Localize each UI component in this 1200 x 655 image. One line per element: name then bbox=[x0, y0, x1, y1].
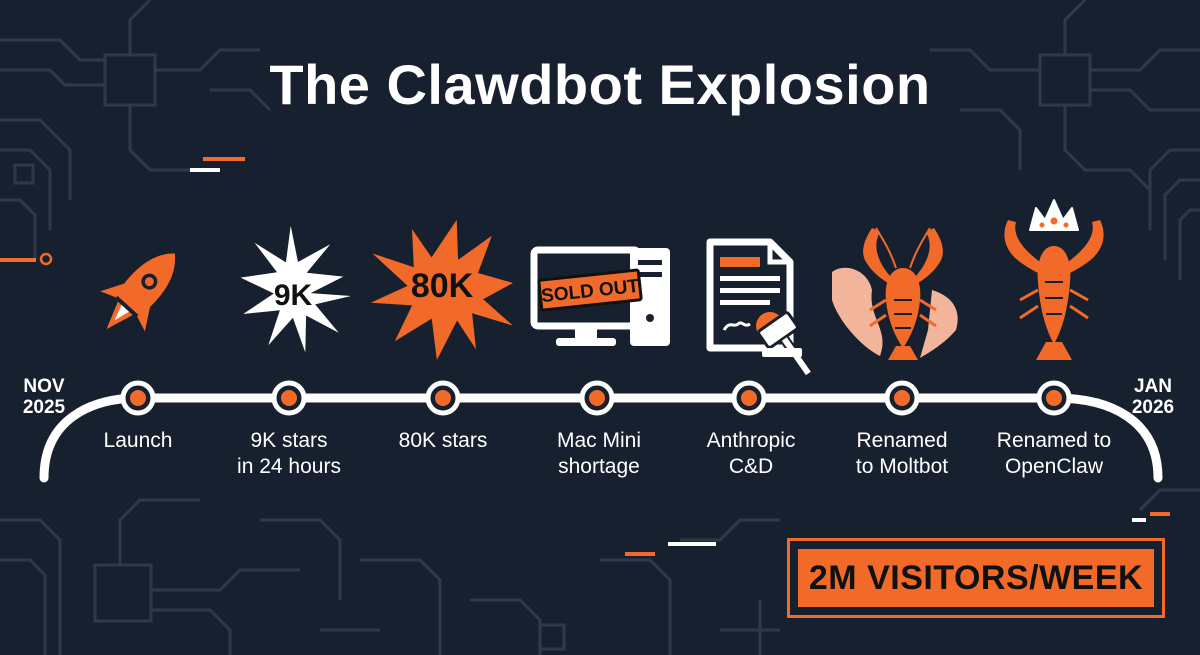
event-label-line: Anthropic bbox=[706, 429, 796, 452]
event-label-line: Launch bbox=[103, 429, 173, 452]
event-label-line: OpenClaw bbox=[1004, 455, 1104, 478]
event-label-anthropic: Anthropic C&D bbox=[676, 428, 826, 480]
legal-document-icon bbox=[706, 238, 814, 378]
explosion-label: 80K bbox=[411, 267, 474, 305]
timeline-node bbox=[425, 380, 461, 416]
start-month: NOV bbox=[23, 376, 65, 397]
timeline-node bbox=[884, 380, 920, 416]
event-label-line: shortage bbox=[558, 455, 640, 478]
timeline-start-date: NOV 2025 bbox=[9, 376, 79, 418]
event-label-launch: Launch bbox=[63, 428, 213, 454]
timeline-node bbox=[1036, 380, 1072, 416]
visitors-badge: 2M VISITORS/WEEK bbox=[787, 538, 1165, 618]
event-label-80k-stars: 80K stars bbox=[368, 428, 518, 454]
timeline-node bbox=[120, 380, 156, 416]
event-label-line: in 24 hours bbox=[237, 455, 341, 478]
event-label-line: Renamed bbox=[856, 429, 948, 452]
timeline-end-date: JAN 2026 bbox=[1118, 376, 1188, 418]
crowned-lobster-icon bbox=[1004, 199, 1104, 360]
event-label-moltbot: Renamed to Moltbot bbox=[827, 428, 977, 480]
event-label-9k-stars: 9K stars in 24 hours bbox=[214, 428, 364, 480]
timeline-nodes bbox=[120, 380, 1072, 416]
starburst-label: 9K bbox=[274, 279, 313, 312]
event-label-line: 80K stars bbox=[398, 429, 488, 452]
event-label-line: C&D bbox=[728, 455, 774, 478]
event-label-line: Mac Mini bbox=[556, 429, 641, 452]
rocket-icon bbox=[100, 253, 176, 332]
timeline-node bbox=[271, 380, 307, 416]
event-label-line: Renamed to bbox=[996, 429, 1112, 452]
explosion-icon: 80K bbox=[370, 219, 513, 360]
computer-icon: SOLD OUT bbox=[530, 246, 670, 346]
event-label-mac-mini: Mac Mini shortage bbox=[524, 428, 674, 480]
event-label-openclaw: Renamed to OpenClaw bbox=[979, 428, 1129, 480]
timeline-node bbox=[579, 380, 615, 416]
start-year: 2025 bbox=[22, 397, 66, 418]
visitors-badge-label: 2M VISITORS/WEEK bbox=[798, 549, 1154, 607]
end-month: JAN bbox=[1133, 376, 1172, 397]
event-label-line: 9K stars bbox=[250, 429, 328, 452]
end-year: 2026 bbox=[1131, 397, 1175, 418]
event-label-line: to Moltbot bbox=[855, 455, 949, 478]
starburst-icon: 9K bbox=[240, 225, 351, 353]
page-title: The Clawdbot Explosion bbox=[269, 53, 931, 116]
lobster-molting-icon bbox=[832, 227, 958, 360]
timeline-node bbox=[731, 380, 767, 416]
